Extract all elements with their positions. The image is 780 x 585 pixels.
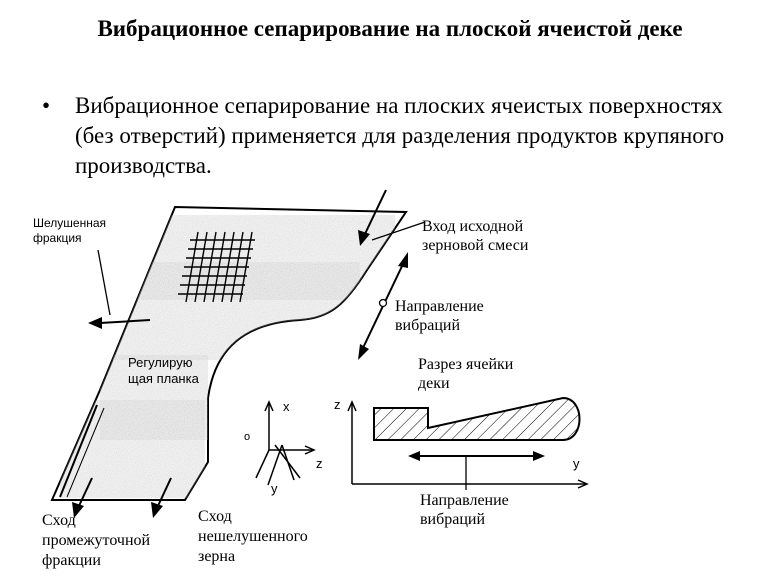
husked-fraction-label: Шелушенная фракция [33,216,107,245]
slide-title: Вибрационное сепарирование на плоской яч… [97,16,683,41]
input-mixture-label: Вход исходной зерновой смеси [422,218,529,254]
axis-z-label: z [316,456,323,471]
bullet-text: Вибрационное сепарирование на плоских яч… [75,93,725,178]
section-vibration-arrow-right [533,451,545,461]
cell-section-profile [373,396,581,441]
unhusked-exit-label: Сход нешелушенного зерна [198,508,308,565]
axes-3d [255,400,316,486]
husked-output-arrow [88,317,102,329]
axis-origin-label: o [244,431,251,443]
adjustable-bar-label: Регулирую щая планка [128,355,199,386]
axis-y-label: y [271,481,278,496]
vibration-arrow-down [358,344,369,360]
section-vibration-label: Направление вибраций [420,492,509,528]
section-axis-y-label: y [573,456,580,471]
axes-2d [347,400,589,489]
intermediate-exit-label: Сход промежуточной фракции [42,512,151,569]
section-vibration-arrow-left [408,451,420,461]
input-arrow [358,230,370,246]
cell-grid [178,231,255,303]
axis-x-label: x [283,399,290,414]
cell-section-label: Разрез ячейки деки [418,356,514,392]
vibration-direction-label: Направление вибраций [395,298,484,334]
bullet-marker: • [42,93,51,118]
vibration-arrow-up [398,252,408,268]
adjustable-bar [59,404,98,498]
grain-stipple [60,215,395,498]
intermediate-exit-arrow [72,502,84,518]
section-axis-z-label: z [334,397,341,412]
unhusked-exit-arrow [151,502,163,518]
